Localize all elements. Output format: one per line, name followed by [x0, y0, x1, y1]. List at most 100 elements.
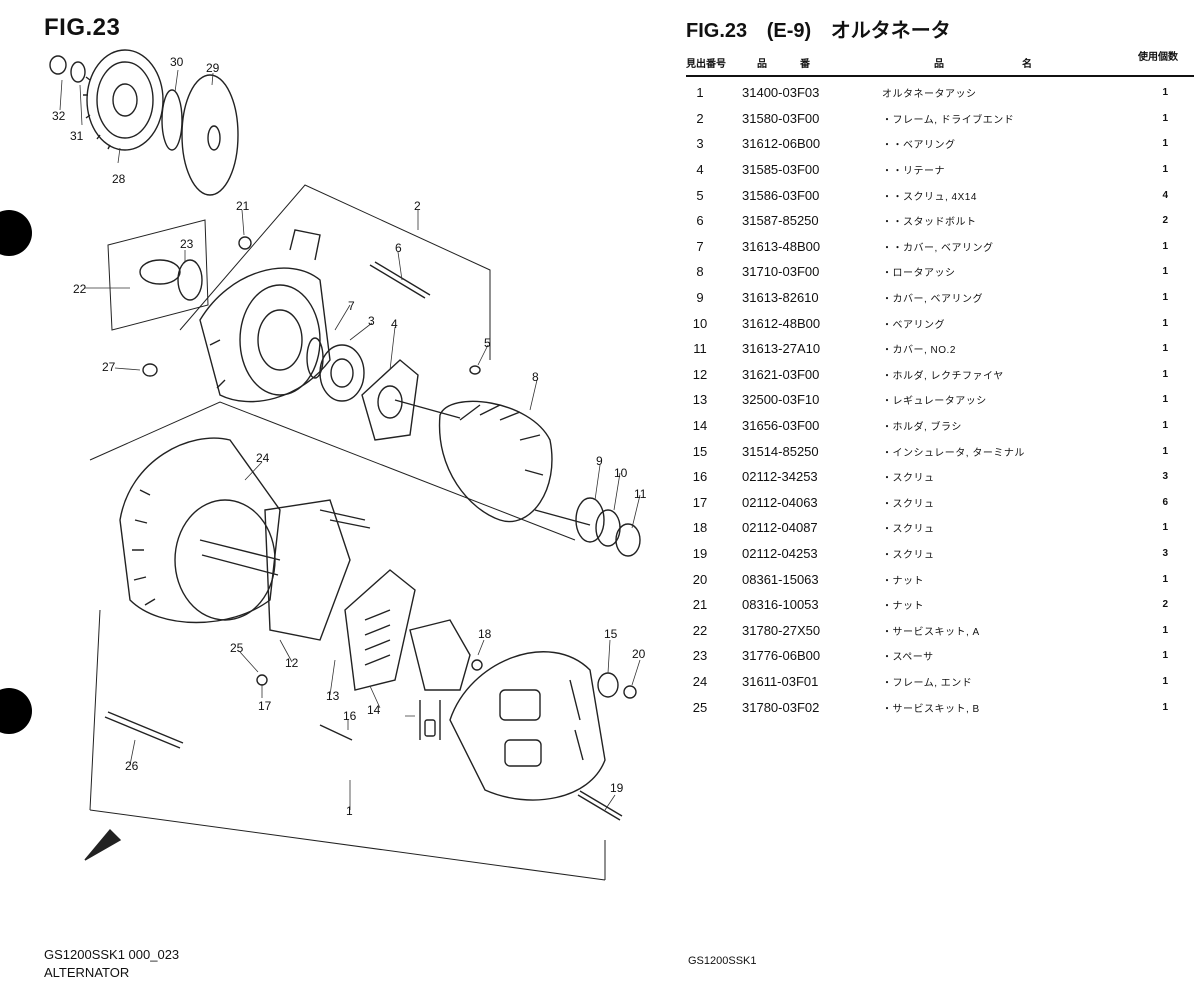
part-name: ・・ベアリング — [882, 140, 956, 152]
row-number: 11 — [693, 341, 707, 357]
nut — [49, 55, 67, 75]
quantity: 1 — [1162, 420, 1168, 432]
part-name: ・ベアリング — [882, 319, 945, 331]
bearing-cover — [306, 337, 324, 379]
stud-bolt — [369, 261, 431, 299]
callout-label: 25 — [230, 641, 244, 655]
part-number: 02112-04253 — [742, 545, 818, 561]
row-number: 17 — [692, 494, 708, 510]
quantity: 1 — [1162, 240, 1168, 252]
terminal-insulator — [597, 672, 619, 698]
part-name: ・ホルダ, ブラシ — [882, 422, 962, 434]
quantity: 1 — [1162, 624, 1168, 636]
row-number: 18 — [692, 520, 708, 536]
quantity: 1 — [1162, 573, 1168, 585]
part-name: ・スクリュ — [882, 473, 935, 485]
callout-label: 18 — [478, 627, 492, 641]
part-number: 02112-04087 — [742, 520, 818, 536]
nut — [238, 236, 252, 250]
screw — [256, 674, 268, 686]
quantity: 1 — [1162, 87, 1168, 99]
quantity: 6 — [1162, 496, 1168, 508]
part-number: 31586-03F00 — [742, 187, 820, 203]
part-name: ・・リテーナ — [882, 166, 945, 178]
screw — [471, 659, 483, 671]
column-header-no: 見出番号 — [686, 59, 726, 70]
part-name: オルタネータアッシ — [882, 89, 977, 101]
screw — [319, 724, 353, 741]
footer-section-name: ALTERNATOR — [44, 965, 130, 980]
quantity: 1 — [1162, 317, 1168, 329]
part-name: ・フレーム, ドライブエンド — [882, 114, 1015, 126]
row-number: 21 — [692, 597, 708, 613]
header-divider — [686, 75, 1194, 77]
row-number: 9 — [696, 290, 704, 306]
row-number: 8 — [696, 264, 704, 280]
part-name: ・スクリュ — [882, 524, 935, 536]
callout-label: 24 — [256, 451, 270, 465]
quantity: 1 — [1162, 368, 1168, 380]
callout-label: 3 — [368, 314, 375, 328]
row-number: 20 — [692, 571, 708, 587]
fig-number: FIG.23 — [686, 20, 748, 42]
part-number: 31612-06B00 — [742, 136, 821, 152]
fig-code: (E-9) — [766, 20, 812, 42]
part-number: 31400-03F03 — [742, 85, 820, 101]
callout-label: 2 — [414, 199, 421, 213]
row-number: 14 — [692, 418, 708, 434]
row-number: 24 — [692, 673, 708, 689]
quantity: 2 — [1162, 215, 1168, 227]
part-number: 31780-03F02 — [742, 699, 820, 715]
row-number: 7 — [696, 238, 704, 254]
bearing-cover — [615, 523, 641, 557]
part-number: 08316-10053 — [742, 597, 819, 613]
quantity: 1 — [1162, 650, 1168, 662]
quantity: 4 — [1162, 189, 1168, 201]
callout-label: 27 — [102, 360, 116, 374]
column-header-qty: 使用個数 — [1138, 52, 1178, 63]
rotor — [394, 399, 591, 526]
part-number: 31613-27A10 — [742, 341, 821, 357]
part-name: ・フレーム, エンド — [882, 677, 973, 689]
part-name: ・・スタッドボルト — [882, 217, 977, 229]
row-number: 10 — [692, 315, 708, 331]
part-name: ・・カバー, ベアリング — [882, 242, 994, 254]
part-number: 31710-03F00 — [742, 264, 820, 280]
parts-list-title: FIG.23 (E-9) オルタネータ — [686, 14, 965, 43]
part-number: 31514-85250 — [742, 443, 819, 459]
callout-label: 5 — [484, 336, 491, 350]
part-name: ・ホルダ, レクチファイヤ — [882, 370, 1004, 382]
part-number: 31580-03F00 — [742, 110, 820, 126]
seal — [139, 259, 181, 285]
callout-label: 11 — [634, 487, 647, 501]
row-number: 13 — [692, 392, 708, 408]
part-name: ・サービスキット, B — [882, 703, 980, 715]
row-number: 12 — [692, 366, 708, 382]
callout-label: 15 — [604, 627, 618, 641]
quantity: 1 — [1162, 394, 1168, 406]
retainer — [361, 359, 419, 441]
rectifier-holder — [264, 499, 351, 641]
quantity: 1 — [1162, 164, 1168, 176]
part-number: 31621-03F00 — [742, 366, 820, 382]
quantity: 1 — [1162, 343, 1168, 355]
front-arrow-icon — [84, 828, 122, 861]
brush-holder — [409, 619, 471, 691]
callout-label: 23 — [180, 237, 194, 251]
part-number: 31611-03F01 — [742, 673, 819, 689]
part-name: ・インシュレータ, ターミナル — [882, 447, 1025, 459]
callout-label: 14 — [367, 703, 381, 717]
row-number: 15 — [692, 443, 708, 459]
screw — [469, 365, 481, 375]
part-number: 31585-03F00 — [742, 162, 820, 178]
callout-label: 10 — [614, 466, 628, 480]
